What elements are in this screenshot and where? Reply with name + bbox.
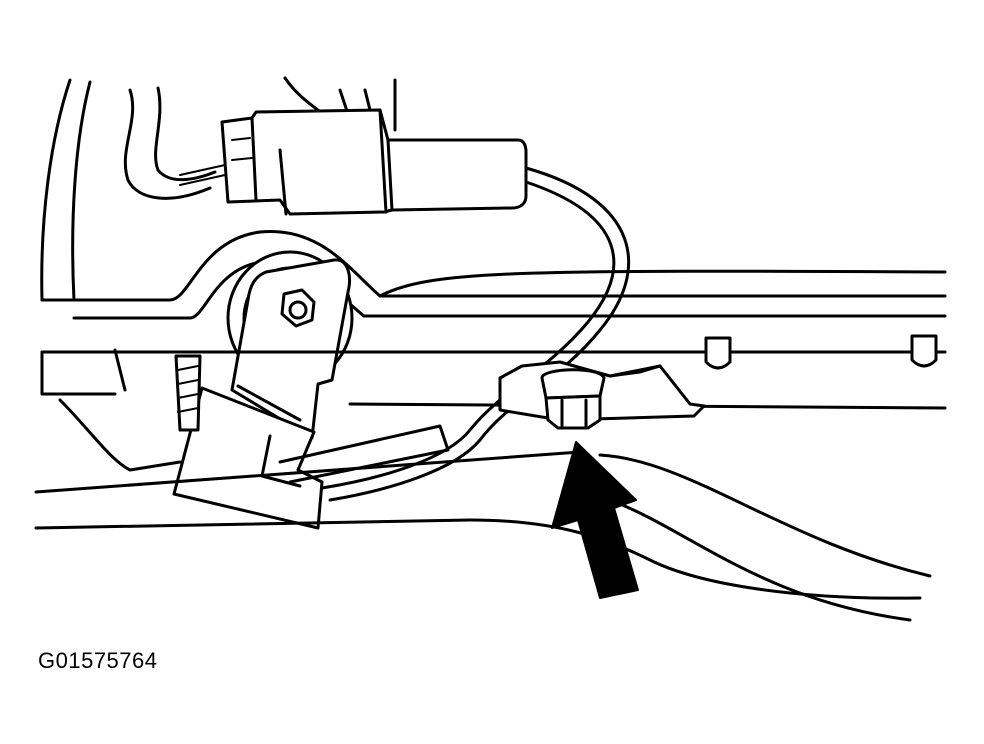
- bracket-bolt: [280, 288, 316, 328]
- electrical-connector: [220, 108, 528, 216]
- lower-rails: [34, 348, 947, 622]
- sensor-body: [172, 386, 450, 530]
- sensor-bracket: [230, 258, 351, 440]
- sensor-nut: [540, 368, 606, 430]
- arrow-up-icon: [551, 441, 639, 599]
- mounting-studs: [174, 334, 938, 432]
- figure-id-label: G01575764: [38, 648, 158, 673]
